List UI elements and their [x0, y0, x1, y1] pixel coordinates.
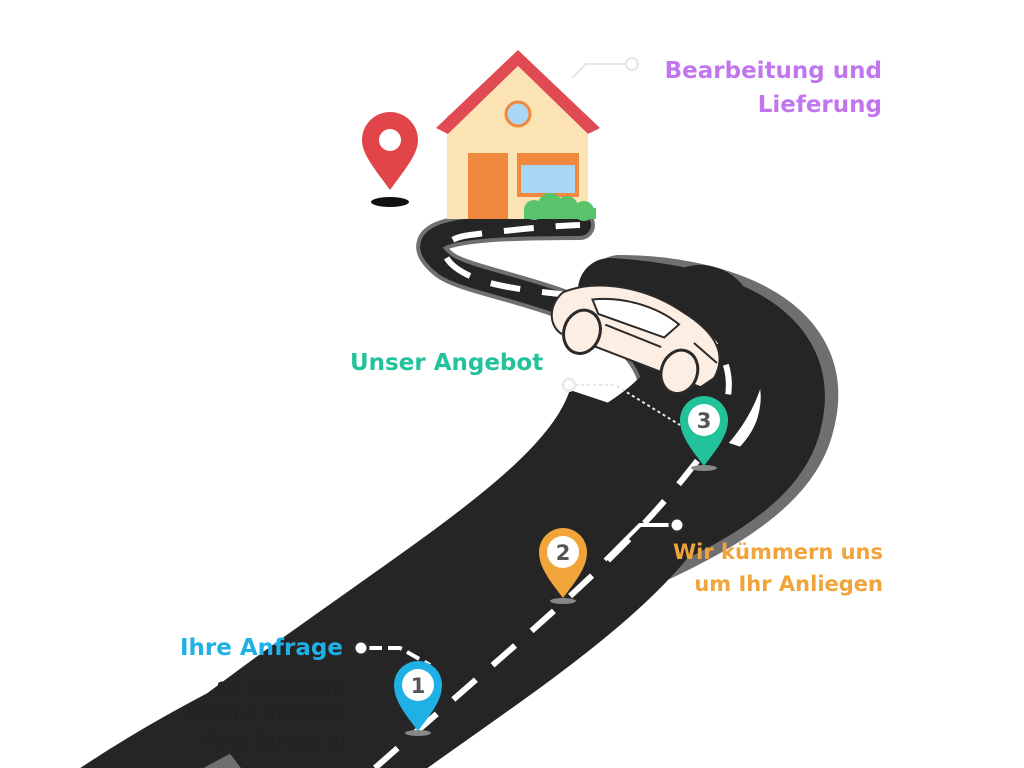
connector-lines — [352, 57, 686, 667]
step-2-title: Wir kümmern uns um Ihr Anliegen — [600, 536, 883, 600]
step-number-3: 3 — [697, 409, 712, 433]
step-1-description-line-3: Ihren Wunsch zu — [205, 731, 346, 751]
step-marker-2: 2 — [539, 528, 587, 604]
step-marker-3: 3 — [680, 396, 728, 471]
car-icon — [550, 284, 721, 396]
step-1-description-line-1: Sie senden uns — [216, 679, 346, 699]
step-number-2: 2 — [556, 541, 571, 565]
step-1-title: Ihre Anfrage — [180, 635, 343, 661]
step-1-description-line-2: zunächst detailliert — [182, 705, 346, 725]
step-4-title-line-2: Lieferung — [757, 92, 882, 118]
bush — [524, 193, 596, 221]
step-number-1: 1 — [411, 674, 426, 698]
road-centerline — [373, 222, 732, 768]
step-4-title: Bearbeitung und Lieferung — [600, 54, 882, 122]
step-2-title-line-1: Wir kümmern uns — [673, 540, 883, 564]
winding-road — [80, 210, 839, 768]
house-icon — [436, 50, 600, 221]
step-4-title-line-1: Bearbeitung und — [664, 58, 882, 84]
step-3-title: Unser Angebot — [350, 350, 544, 376]
step-1-description: Sie senden uns zunächst detailliert Ihre… — [140, 676, 346, 754]
step-2-title-line-2: um Ihr Anliegen — [694, 572, 883, 596]
step-marker-1: 1 — [394, 661, 442, 736]
location-pin-icon — [362, 112, 418, 207]
